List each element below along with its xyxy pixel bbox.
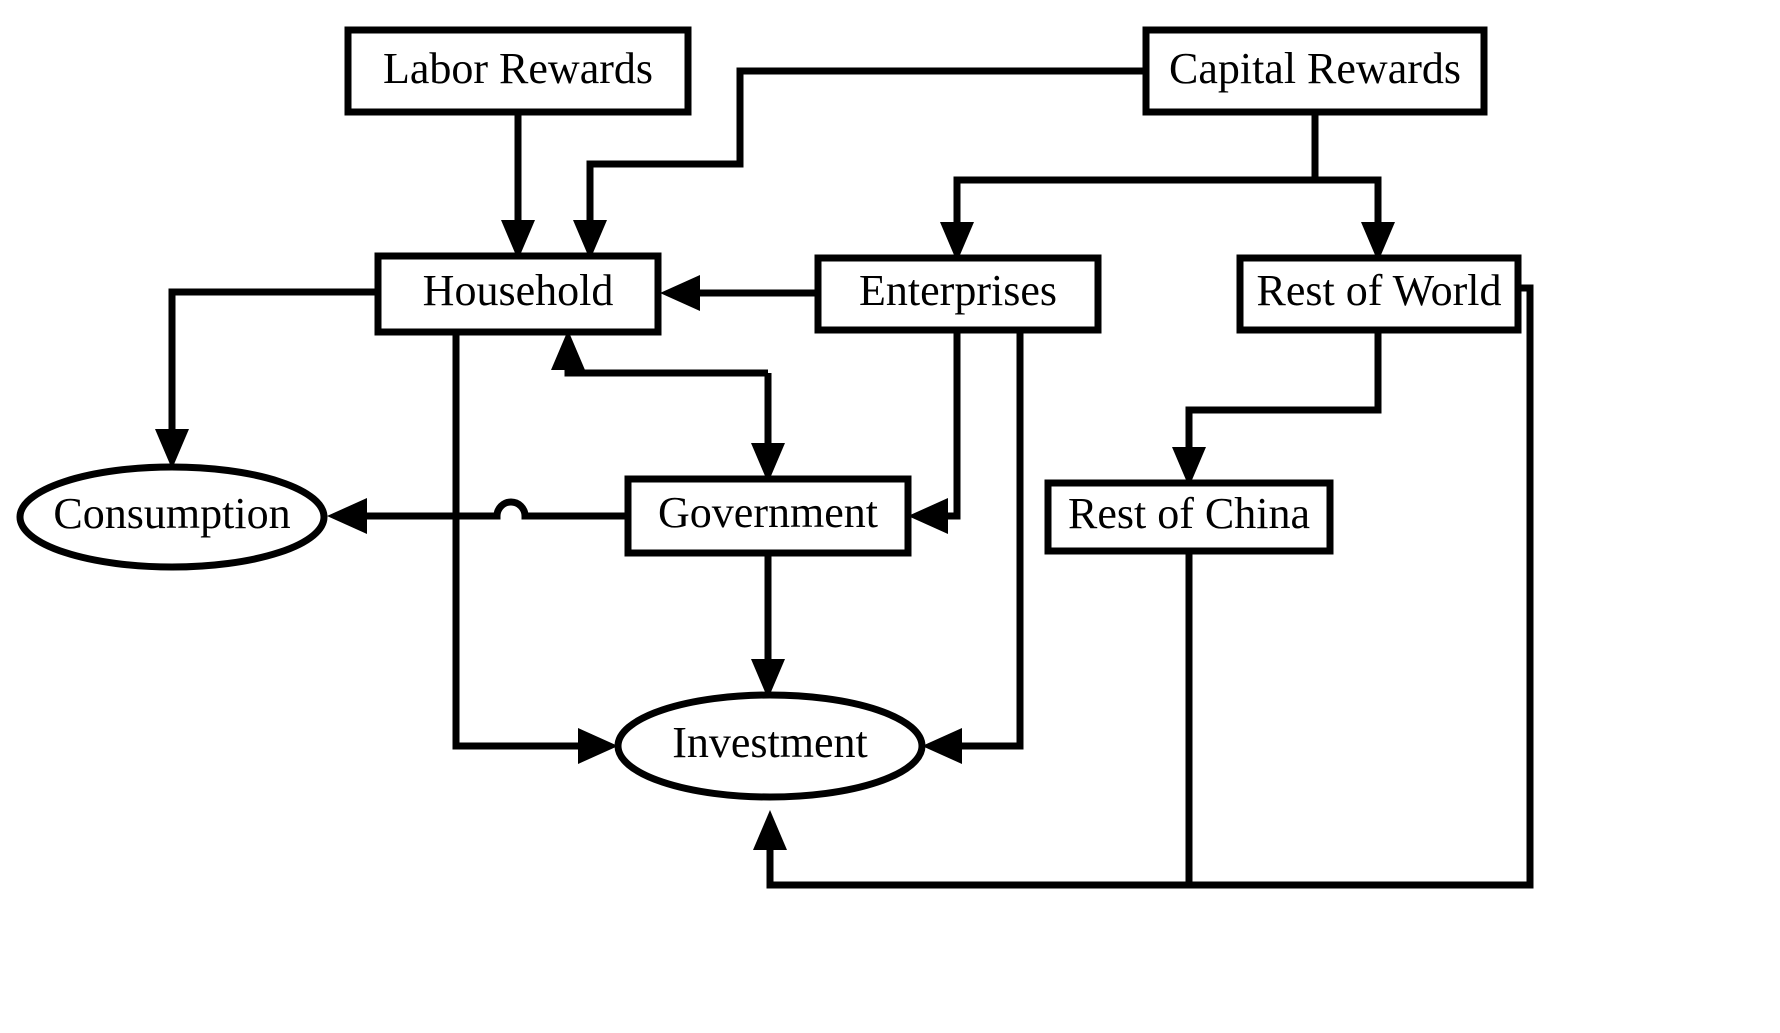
node-rest-of-world[interactable]: Rest of World	[1236, 254, 1522, 334]
node-label-labor-rewards: Labor Rewards	[383, 44, 653, 93]
node-label-government: Government	[658, 488, 878, 537]
edge-capital-rewards-to-household	[573, 67, 1146, 260]
node-label-rest-of-world: Rest of World	[1257, 266, 1502, 315]
node-label-enterprises: Enterprises	[859, 266, 1057, 315]
node-labor-rewards[interactable]: Labor Rewards	[344, 26, 692, 116]
node-government[interactable]: Government	[624, 475, 912, 557]
edge-capital-rewards-to-rest-of-world	[1311, 112, 1395, 262]
node-household[interactable]: Household	[374, 252, 662, 336]
edge-government-to-household	[551, 330, 768, 377]
edge-household-to-consumption	[155, 288, 378, 469]
edge-enterprises-to-household	[660, 275, 818, 311]
node-rest-of-china[interactable]: Rest of China	[1044, 479, 1334, 555]
edge-government-to-investment	[751, 553, 785, 699]
edge-enterprises-to-investment	[922, 330, 1024, 764]
edge-household-to-investment	[452, 332, 618, 764]
edge-labor-rewards-to-household	[501, 112, 535, 260]
edge-rest-of-world-to-investment	[753, 284, 1534, 889]
node-capital-rewards[interactable]: Capital Rewards	[1142, 26, 1488, 116]
node-layer: Labor Rewards Capital Rewards Household …	[16, 26, 1522, 801]
edge-government-to-consumption	[327, 498, 628, 534]
edge-household-to-government	[751, 373, 785, 483]
node-label-household: Household	[423, 266, 614, 315]
node-enterprises[interactable]: Enterprises	[814, 254, 1102, 334]
edge-layer	[155, 67, 1534, 889]
edge-rest-of-world-to-rest-of-china	[1172, 330, 1382, 487]
node-label-rest-of-china: Rest of China	[1068, 489, 1310, 538]
node-label-investment: Investment	[672, 718, 868, 767]
node-label-consumption: Consumption	[53, 489, 290, 538]
edge-enterprises-to-government	[908, 330, 961, 534]
edge-capital-rewards-to-enterprises	[940, 112, 1319, 262]
node-investment[interactable]: Investment	[614, 691, 926, 801]
node-consumption[interactable]: Consumption	[16, 463, 328, 571]
node-label-capital-rewards: Capital Rewards	[1169, 44, 1461, 93]
